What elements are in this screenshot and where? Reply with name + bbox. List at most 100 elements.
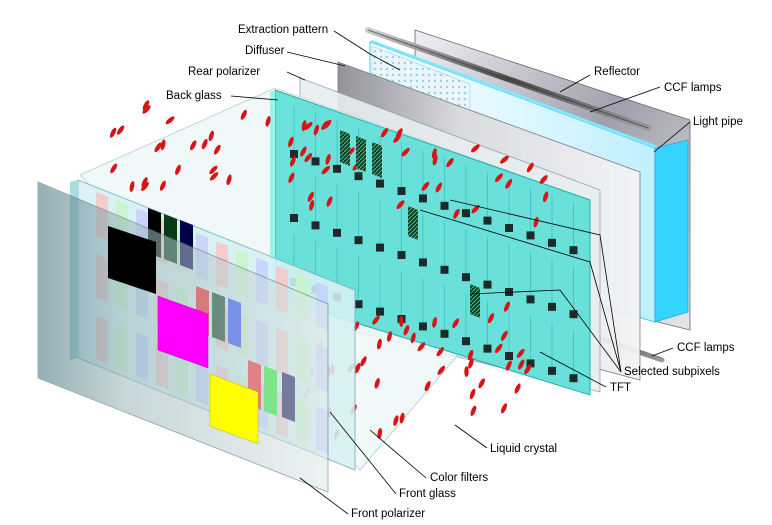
tft-grid [290, 106, 578, 383]
tft-transistor [526, 359, 535, 368]
liquid-crystal-molecule [129, 181, 135, 192]
displayed-yellow-subpixel [209, 373, 259, 445]
liquid-crystal-molecule [539, 175, 548, 184]
liquid-crystal-molecule [377, 427, 383, 439]
tft-transistor [569, 246, 578, 255]
tft-transistor [569, 310, 578, 319]
tft-transistor [462, 273, 470, 282]
tft-transistor [569, 374, 578, 383]
label-ccf-lamps-bottom: CCF lamps [677, 342, 735, 354]
liquid-crystal-molecule [500, 330, 508, 341]
liquid-crystal-molecule [393, 134, 402, 143]
tft-transistor [526, 295, 535, 304]
liquid-crystal-molecule [226, 174, 232, 186]
liquid-crystal-molecule [487, 313, 495, 324]
tft-transistor [354, 172, 363, 181]
liquid-crystal-molecule [381, 127, 389, 138]
tft-transistor [462, 209, 470, 218]
displayed-magenta-subpixel [157, 295, 209, 369]
liquid-crystal-molecule [436, 347, 445, 357]
liquid-crystal-molecule [516, 348, 525, 358]
liquid-crystal-molecule [265, 115, 271, 127]
liquid-crystal-molecule [141, 182, 149, 191]
liquid-crystal-molecule [288, 172, 295, 183]
label-light-pipe: Light pipe [693, 116, 743, 128]
label-extraction-pattern: Extraction pattern [238, 24, 328, 36]
liquid-crystal-molecule [467, 349, 474, 361]
liquid-crystal-molecule [209, 165, 218, 175]
tft-transistor [376, 307, 384, 316]
liquid-crystal-molecule [417, 342, 426, 352]
liquid-crystal-molecule [386, 331, 393, 342]
liquid-crystal-molecule [514, 383, 521, 394]
selected-subpixels-markers [340, 130, 480, 318]
tft-transistor [333, 164, 341, 173]
liquid-crystal-molecule [478, 378, 485, 389]
liquid-crystal-molecule [399, 412, 405, 424]
tft-transistor [419, 258, 427, 267]
tft-transistor [526, 231, 535, 240]
tft-transistor [376, 243, 384, 252]
tft-transistor [505, 352, 513, 360]
liquid-crystal-molecule [396, 200, 405, 210]
liquid-crystal-molecule [304, 153, 313, 163]
liquid-crystal-molecule [374, 378, 380, 389]
liquid-crystal-molecule [437, 365, 446, 375]
liquid-crystal-molecule [410, 332, 416, 344]
tft-transistor [548, 238, 556, 247]
label-reflector: Reflector [594, 66, 640, 78]
liquid-crystal-molecule [372, 315, 380, 325]
tft-transistor [419, 322, 427, 331]
liquid-crystal-molecule [432, 317, 438, 328]
liquid-crystal-molecule [464, 366, 469, 378]
label-liquid-crystal: Liquid crystal [490, 443, 557, 455]
liquid-crystal-molecule [213, 144, 221, 155]
liquid-crystal-molecule [503, 301, 511, 312]
tft-transistor [311, 221, 320, 230]
liquid-crystal-molecule [399, 315, 404, 327]
liquid-crystal-molecule [500, 155, 509, 164]
liquid-crystal-molecule [526, 162, 534, 173]
liquid-crystal-molecule [470, 405, 477, 416]
liquid-crystal-molecule [424, 380, 431, 392]
liquid-crystal-molecule [469, 388, 476, 400]
liquid-crystal-molecule [116, 125, 125, 135]
liquid-crystal-molecule [325, 153, 331, 165]
liquid-crystal-molecule [165, 116, 175, 125]
liquid-crystal-molecule [321, 120, 329, 130]
tft-transistor [548, 366, 556, 375]
liquid-crystal-molecule [109, 127, 117, 138]
liquid-crystal-molecule [288, 136, 294, 148]
liquid-crystal-molecule [201, 138, 208, 150]
tft-transistor [397, 251, 406, 259]
tft-transistor [311, 157, 320, 166]
liquid-crystal-molecule [468, 358, 474, 369]
displayed-black-subpixel [108, 226, 156, 294]
tft-transistor [440, 329, 449, 338]
liquid-crystal-molecule [432, 154, 438, 166]
liquid-crystal-molecule [500, 403, 508, 414]
tft-transistor [440, 201, 449, 210]
label-ccf-lamps-top: CCF lamps [664, 82, 722, 94]
tft-transistor [483, 216, 492, 225]
liquid-crystal-molecule [313, 124, 320, 136]
liquid-crystal-molecule [453, 208, 460, 219]
liquid-crystal-molecule [303, 122, 313, 131]
liquid-crystal-molecule [542, 191, 549, 203]
liquid-crystal-molecule [435, 182, 443, 193]
tft-transistor [333, 228, 341, 237]
displayed-subpixels [108, 226, 259, 445]
tft-transistor [354, 300, 363, 309]
liquid-crystal-molecule [208, 130, 214, 142]
label-front-glass: Front glass [399, 488, 456, 500]
liquid-crystal-molecule [446, 157, 454, 168]
liquid-crystal-molecule [421, 181, 430, 191]
label-selected-subpixels: Selected subpixels [624, 366, 720, 378]
tft-transistor [440, 265, 449, 274]
label-front-polarizer: Front polarizer [351, 508, 425, 520]
liquid-crystal-molecule [142, 105, 151, 114]
tft-transistor [505, 224, 513, 232]
leader-lines [230, 30, 691, 515]
liquid-crystal-molecule [505, 179, 513, 189]
